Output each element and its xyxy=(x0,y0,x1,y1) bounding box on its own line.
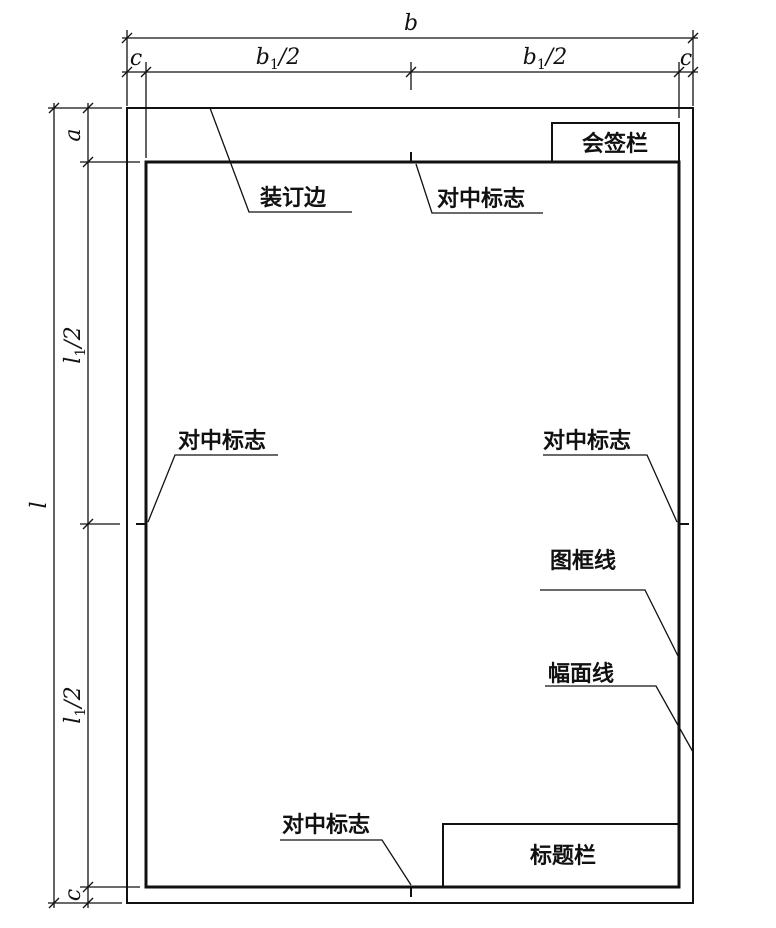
leader-center-mark-left xyxy=(147,454,278,523)
leader-sheet-line xyxy=(545,685,694,753)
dim-half-length-lower: l1/2 xyxy=(61,686,89,723)
dim-margin-c-right: c xyxy=(680,46,692,71)
center-mark-top-label: 对中标志 xyxy=(437,186,525,212)
dim-width-b: b xyxy=(404,11,418,36)
binding-edge-label: 装订边 xyxy=(260,186,327,211)
leader-binding-edge xyxy=(209,107,352,213)
title-block xyxy=(442,823,680,888)
dim-length-l: l xyxy=(27,501,52,508)
sheet-line-label: 幅面线 xyxy=(548,661,614,687)
drawing-frame xyxy=(144,160,681,889)
leader-frame-line xyxy=(540,589,680,659)
left-dimension-lines xyxy=(48,102,140,909)
center-mark-bottom-label: 对中标志 xyxy=(282,812,370,838)
leader-center-mark-right xyxy=(543,454,678,523)
title-block-label: 标题栏 xyxy=(530,843,596,869)
center-mark-left-label: 对中标志 xyxy=(178,428,266,454)
countersign-block-label: 会签栏 xyxy=(582,131,648,157)
center-mark-right-label: 对中标志 xyxy=(543,428,631,454)
leader-center-mark-top xyxy=(415,163,543,214)
leader-center-mark-bottom xyxy=(280,839,412,886)
top-dimension-lines xyxy=(121,30,699,158)
dim-margin-c-bottom: c xyxy=(61,889,86,901)
dim-half-width-right: b1/2 xyxy=(523,45,567,73)
dim-margin-c-left: c xyxy=(130,46,142,71)
sheet-outline xyxy=(126,107,694,904)
dim-binding-margin-a: a xyxy=(61,128,86,141)
dim-half-length-upper: l1/2 xyxy=(61,326,89,363)
countersign-block xyxy=(551,122,680,163)
dim-half-width-left: b1/2 xyxy=(256,45,300,73)
frame-line-label: 图框线 xyxy=(550,548,616,574)
